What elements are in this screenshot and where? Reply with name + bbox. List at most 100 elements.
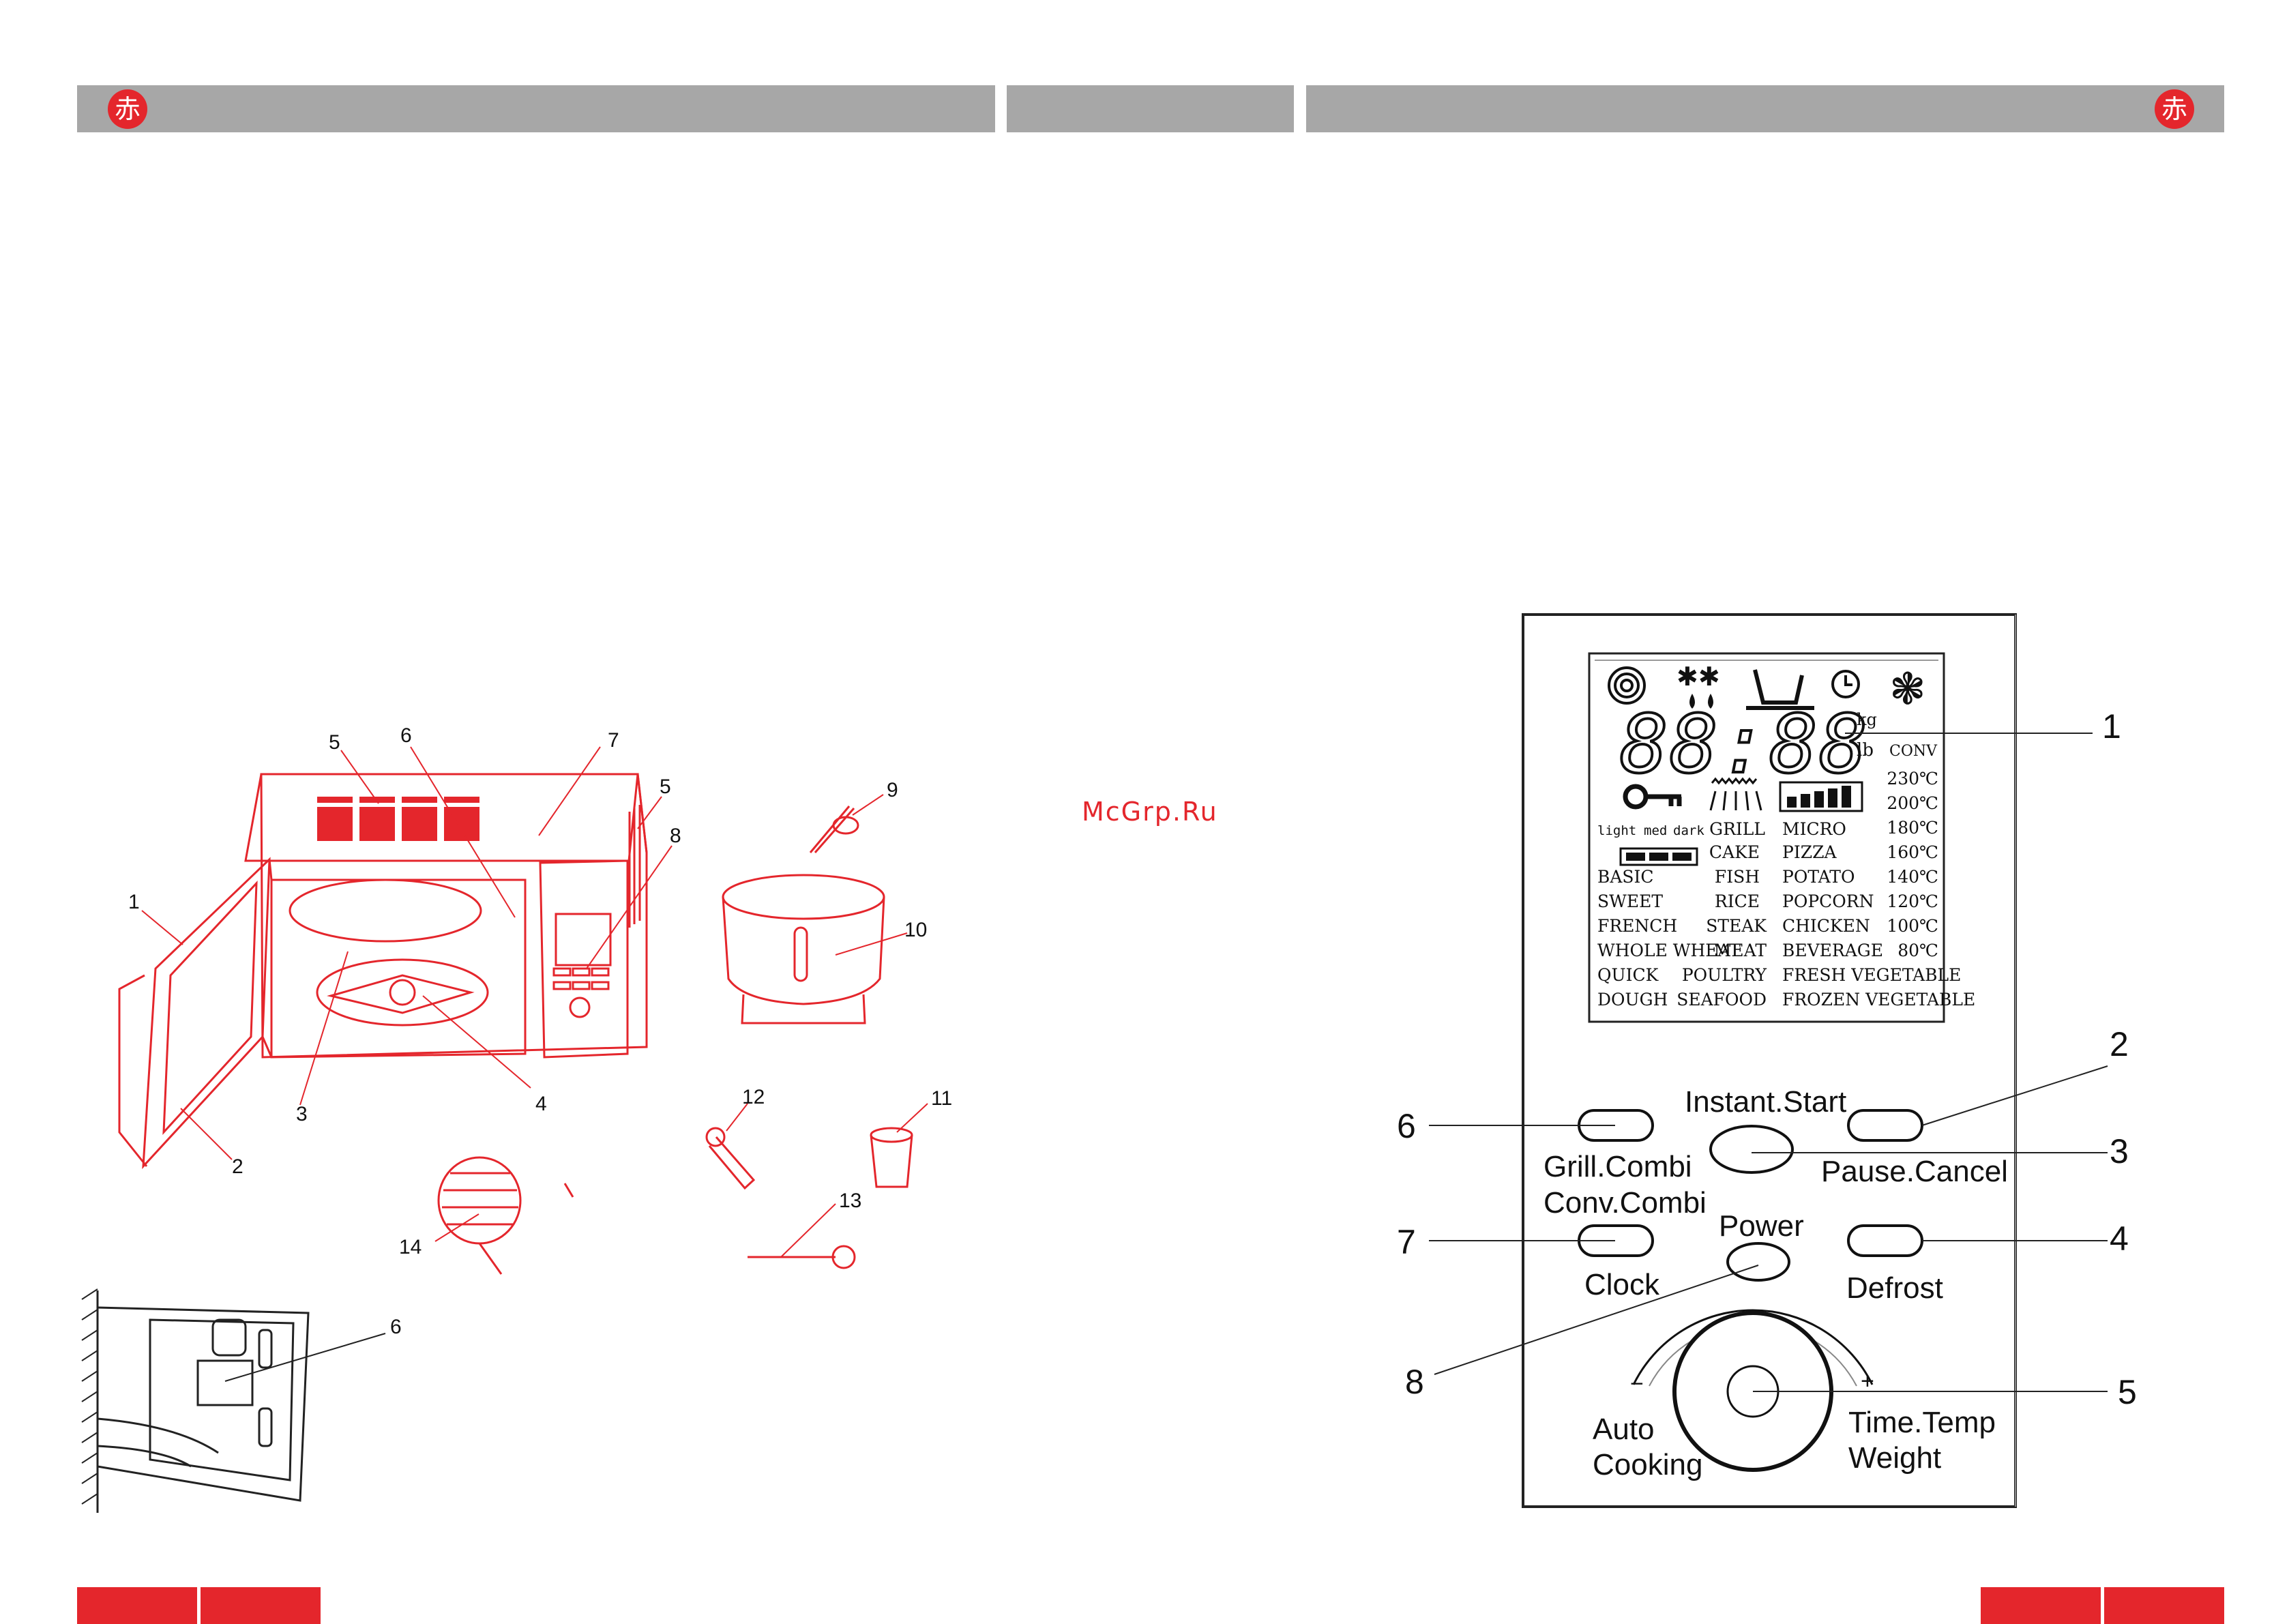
clock-label: Clock (1584, 1268, 1660, 1301)
instant-start-button[interactable] (1709, 1125, 1794, 1174)
lcd-menu-item: MEAT (1714, 941, 1767, 960)
oven-callouts: 1 2 3 4 5 6 7 5 8 9 10 11 12 13 14 (128, 724, 952, 1258)
oven-top (244, 773, 639, 862)
panel-callout-2: 2 (2110, 1025, 2129, 1063)
power-button[interactable] (1726, 1242, 1790, 1282)
conv-combi-label: Conv.Combi (1544, 1186, 1707, 1220)
lcd-shade-dark: dark (1673, 823, 1704, 838)
lcd-temp: 120℃ (1887, 891, 1938, 911)
lcd-temp: 230℃ (1887, 769, 1938, 788)
oven-callout-6: 6 (400, 724, 412, 747)
lcd-menu-item: FROZEN VEGETABLE (1782, 990, 1975, 1009)
panel-callout-4: 4 (2110, 1220, 2129, 1258)
lcd-menu-item: FISH (1715, 867, 1760, 887)
oven-callout-3: 3 (296, 1103, 308, 1125)
cavity (270, 879, 527, 1059)
header-bar-middle (1007, 85, 1294, 132)
oven-leader-lines (141, 746, 928, 1258)
footer-bar-left-b (201, 1587, 321, 1624)
detail-inset (81, 1288, 310, 1513)
side-vents (628, 805, 641, 928)
lcd-menu-item: POTATO (1782, 867, 1855, 887)
footer-bar-left-a (77, 1587, 197, 1624)
power-label: Power (1719, 1209, 1804, 1243)
lock-icon (1623, 784, 1682, 810)
lcd-menu-item: SEAFOOD (1677, 990, 1767, 1009)
defrost-icon: ✱✱ (1677, 662, 1720, 692)
roller-ring (327, 974, 475, 1014)
lcd-menu-item: DOUGH (1597, 990, 1668, 1009)
microwave-icon (1608, 666, 1646, 705)
oven-callout-7: 7 (608, 729, 619, 752)
oven-callout-13: 13 (839, 1190, 861, 1212)
lcd-menu-col2: GRILL CAKE FISH RICE STEAK MEAT POULTRY … (1677, 819, 1767, 1009)
grill-icon (1709, 777, 1762, 811)
lcd-shade-med: med (1644, 823, 1667, 838)
lcd-menu-col1: BASIC SWEET FRENCH WHOLE WHEAT QUICK DOU… (1597, 867, 1741, 1009)
oven-callout-4: 4 (535, 1093, 547, 1115)
lcd-menu-item: FRESH VEGETABLE (1782, 965, 1961, 985)
lcd-menu-item: FRENCH (1597, 916, 1677, 936)
oven-callout-11: 11 (931, 1087, 952, 1110)
dial-scale-arc (1632, 1309, 1874, 1385)
weight-label: Weight (1848, 1441, 1941, 1475)
kneading-hook (748, 1245, 856, 1269)
turntable-support (316, 958, 489, 1027)
top-vents (317, 797, 479, 841)
panel-callout-7: 7 (1397, 1223, 1416, 1261)
grill-combi-label: Grill.Combi (1544, 1150, 1692, 1183)
pause-cancel-button[interactable] (1847, 1109, 1923, 1142)
lcd-menu-item: BEVERAGE (1782, 941, 1883, 960)
cavity-ceiling (289, 879, 482, 943)
brand-logo-right: 赤 (2155, 89, 2194, 129)
detail-leader (224, 1333, 386, 1382)
fan-icon: ❃ (1889, 664, 1926, 715)
rotisserie-handle (809, 806, 855, 853)
lcd-conv: CONV (1889, 743, 1938, 760)
lcd-temp: 200℃ (1887, 793, 1938, 813)
panel-callout-3: 3 (2110, 1132, 2129, 1170)
footer-bar-right-a (1981, 1587, 2101, 1624)
lcd-menu-item: BASIC (1597, 867, 1654, 887)
lcd-menu-item: POULTRY (1682, 965, 1767, 985)
clock-icon (1831, 670, 1860, 698)
lcd-menu-item: MICRO (1782, 819, 1846, 839)
oven-callout-12: 12 (742, 1086, 765, 1108)
defrost-button[interactable] (1847, 1224, 1923, 1257)
lcd-menu-item: QUICK (1597, 965, 1659, 985)
time-temp-label: Time.Temp (1848, 1406, 1996, 1439)
footer-bar-right-b (2104, 1587, 2224, 1624)
lcd-temp: 140℃ (1887, 867, 1938, 887)
lcd-kg: kg (1857, 710, 1877, 729)
cooking-label: Cooking (1593, 1448, 1702, 1481)
auto-label: Auto (1593, 1413, 1655, 1446)
dial-plus: + (1861, 1368, 1874, 1394)
power-level-bar (1779, 781, 1863, 812)
oven-diagram (118, 773, 913, 1275)
oven-callout-14: 14 (399, 1236, 422, 1258)
watermark: McGrp.Ru (1082, 797, 1218, 827)
door-handle (118, 974, 148, 1167)
lcd-menu-item: RICE (1715, 891, 1760, 911)
oven-callout-9: 9 (887, 779, 898, 801)
panel-callout-6: 6 (1397, 1107, 1416, 1145)
header-bar-right (1306, 85, 2224, 132)
lcd-menu-item: SWEET (1597, 891, 1663, 911)
lcd-menu-item: WHOLE WHEAT (1597, 941, 1741, 960)
oven-callout-1: 1 (128, 891, 140, 913)
oven-callout-2: 2 (232, 1155, 243, 1178)
panel-callouts: 1 2 3 4 5 6 7 8 (1397, 707, 2137, 1411)
measuring-cup (870, 1127, 913, 1188)
lcd-menu-item: PIZZA (1782, 842, 1837, 862)
defrost-label: Defrost (1846, 1271, 1943, 1305)
dial-minus: − (1630, 1371, 1644, 1397)
lcd-temp: 100℃ (1887, 916, 1938, 936)
oven-callout-8: 8 (670, 825, 681, 847)
side-control-panel (539, 859, 629, 1059)
lcd-menu-item: CHICKEN (1782, 916, 1870, 936)
panel-callout-5: 5 (2118, 1373, 2137, 1411)
lcd-temps: 230℃ 200℃ 180℃ 160℃ 140℃ 120℃ 100℃ 80℃ (1887, 769, 1938, 960)
panel-callout-8: 8 (1405, 1363, 1424, 1401)
lcd-shade-light: light (1597, 823, 1636, 838)
lcd-menu-item: POPCORN (1782, 891, 1874, 911)
